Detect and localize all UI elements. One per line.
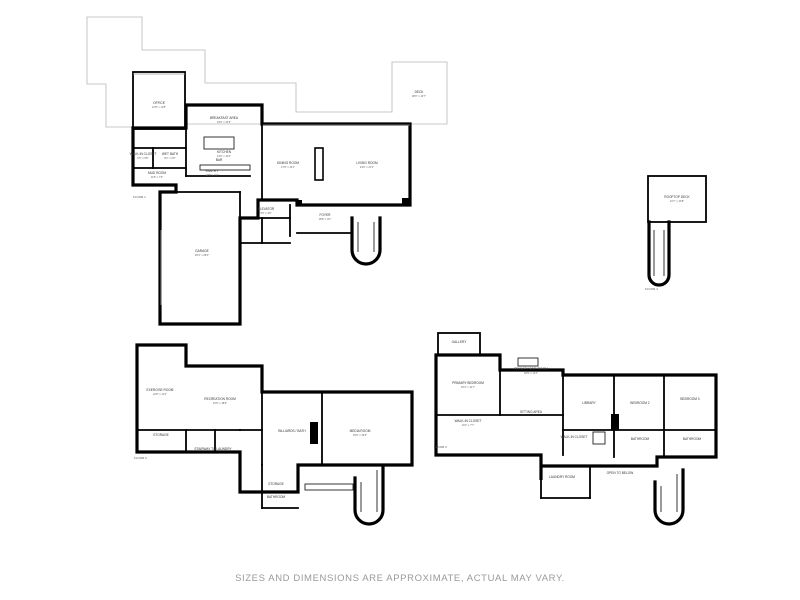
elevator-dims: 5'5" x 4'8"	[260, 211, 271, 215]
floor-2-label: FLOOR 2	[134, 456, 147, 460]
living-dims: 24'6" x 21'1"	[360, 165, 374, 169]
exercise-dims: 22'8" x 11'4"	[153, 392, 167, 396]
bar-label: BAR	[216, 158, 223, 162]
mud-room-label: MUD ROOM	[148, 171, 166, 175]
fireplace	[314, 147, 324, 181]
deck-dims: 38'0" x 16'7"	[412, 94, 426, 98]
media-label: MEDIA ROOM	[350, 429, 371, 433]
media-dims: 25'0" x 19'6"	[353, 433, 367, 437]
kitchen-label: KITCHEN	[217, 150, 232, 154]
deck-label: DECK	[415, 90, 425, 94]
bathroom-b-label: BATHROOM	[683, 437, 702, 441]
breakfast-dims: 19'0" x 10'3"	[217, 120, 231, 124]
column	[611, 414, 619, 430]
primary-bedroom-label: PRIMARY BEDROOM	[452, 381, 484, 385]
primary-bathroom-dims: 18'9" x 11'1"	[524, 371, 538, 375]
sitting-area-label: SITTING AREA	[520, 410, 543, 414]
wet-bar-counter	[304, 483, 354, 491]
lower-stair-treads	[360, 470, 378, 512]
billiard-label: BILLIARDS / BATH	[278, 429, 306, 433]
rooftop-deck-walls	[647, 175, 707, 223]
floor-3-main-walls	[434, 353, 718, 480]
rooftop-deck-dims: 10'7" x 10'8"	[670, 199, 684, 203]
recreation-left-label: RECREATION ROOM	[204, 397, 236, 401]
exercise-label: EXERCISE ROOM	[147, 388, 174, 392]
walkin-closet-f3-dims: 10'4" x 7'7"	[462, 423, 475, 427]
kitchen-counter	[199, 164, 251, 171]
shower	[592, 431, 606, 445]
bedroom-2-label: BEDROOM 2	[630, 401, 649, 405]
disclaimer-text: SIZES AND DIMENSIONS ARE APPROXIMATE, AC…	[235, 573, 565, 584]
floor-1-plan: FLOOR 1 OFFICE 12'8" x 11'8" DECK 38'0" …	[86, 16, 448, 326]
elevator-label: ELEVATOR	[258, 207, 275, 211]
library-label: LIBRARY	[582, 401, 596, 405]
kitchen-island	[203, 136, 235, 150]
laundry-label: LAUNDRY ROOM	[549, 475, 575, 479]
gallery-label: GALLERY	[452, 340, 468, 344]
floor-1-label: FLOOR 1	[133, 195, 146, 199]
walkin-closet-dims: 6'0" x 5'8"	[137, 156, 148, 160]
sub-storage-label: STORAGE	[268, 482, 284, 486]
column	[296, 200, 302, 206]
garage-dims: 36'4" x 28'0"	[195, 253, 209, 257]
mud-room-dims: 11'8" x 7'6"	[151, 175, 164, 179]
office-dims: 12'8" x 11'8"	[152, 105, 166, 109]
kitchen-dims: 19'6" x 10'2"	[217, 154, 231, 158]
front-stair-treads	[357, 222, 375, 252]
gallery-walls	[437, 332, 481, 356]
media-bath-label: BATHROOM	[267, 495, 286, 499]
column	[402, 198, 410, 205]
rooftop-stair	[647, 220, 671, 287]
fireplace	[310, 422, 318, 444]
walkin-closet-f3-label: WALK-IN CLOSET	[455, 419, 482, 423]
rooftop-deck-label: ROOFTOP DECK	[664, 195, 690, 199]
office-label: OFFICE	[153, 101, 165, 105]
wet-bath-dims: 8'2" x 6'9"	[164, 156, 175, 160]
floor-2-main-walls	[135, 343, 414, 494]
front-stair	[350, 216, 382, 266]
upper-stair-treads	[660, 474, 678, 512]
floor-3-plan: FLOOR 3 GALLERY PRIMARY BEDROOM 18'4" x …	[434, 332, 718, 526]
floor-4-plan: ROOFTOP DECK 10'7" x 10'8" FLOOR 4	[645, 175, 707, 291]
bathroom-a-label: BATHROOM	[631, 437, 650, 441]
floor-4-label: FLOOR 4	[645, 287, 658, 291]
pantry-label: PANTRY	[206, 169, 220, 173]
storage-f2-label: STORAGE	[153, 433, 169, 437]
deck-outline	[86, 16, 448, 128]
walkin-closet-f3b-label: WALK-IN CLOSET	[561, 435, 588, 439]
foyer-dims: 18'8" x 9'1"	[319, 217, 332, 221]
upper-stair	[653, 468, 685, 526]
breakfast-label: BREAKFAST AREA	[210, 116, 239, 120]
living-label: LIVING ROOM	[356, 161, 378, 165]
lower-stair	[353, 464, 385, 526]
garage-label: GARAGE	[195, 249, 209, 253]
foyer-label: FOYER	[320, 213, 332, 217]
recreation-left-dims: 22'9" x 18'6"	[213, 401, 227, 405]
dining-label: DINING ROOM	[277, 161, 299, 165]
floor-2-plan: FLOOR 2 EXERCISE ROOM 22'8" x 11'4" RECR…	[134, 343, 414, 526]
bedroom-3-label: BEDROOM 3	[680, 397, 699, 401]
pantry-dims: 10'8" x 4'0"	[206, 173, 219, 177]
bathtub	[517, 357, 539, 367]
wet-bath-label: WET BATH	[162, 152, 179, 156]
open-below-label: OPEN TO BELOW	[607, 471, 634, 475]
primary-bathroom-label: PRIMARY BATHROOM	[514, 367, 548, 371]
walkin-closet-label: WALK-IN CLOSET	[130, 152, 157, 156]
dining-dims: 17'8" x 15'1"	[281, 165, 295, 169]
floor-3-label: FLOOR 3	[434, 445, 447, 449]
stair-laundry-label: STAIRWAY TO LAUNDRY	[194, 447, 232, 451]
primary-bedroom-dims: 18'4" x 14'7"	[461, 385, 475, 389]
rooftop-stair-treads	[653, 230, 665, 276]
